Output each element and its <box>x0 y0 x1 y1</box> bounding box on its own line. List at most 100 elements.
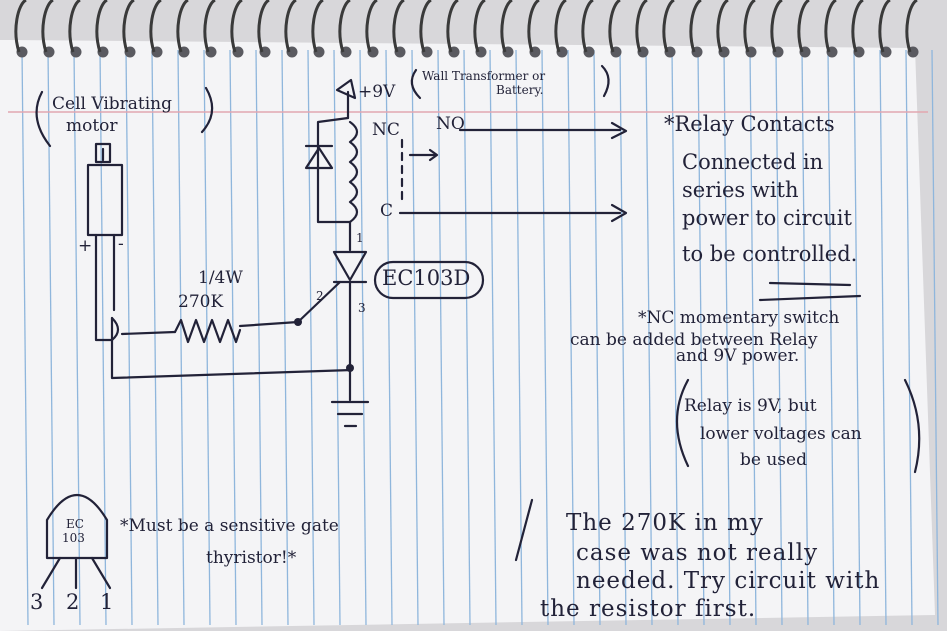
spiral-coil <box>95 0 108 53</box>
ruled-line <box>879 49 887 626</box>
divider-slash <box>514 498 534 562</box>
wire-ground-return <box>110 316 354 380</box>
spiral-coil <box>500 0 513 53</box>
spiral-coil <box>14 0 27 53</box>
supply-note-1: Wall Transformer or <box>422 69 546 83</box>
spiral-coil <box>878 0 891 53</box>
package-pin-3: 3 <box>30 590 44 614</box>
relay-common-label: C <box>380 201 394 221</box>
spiral-coil <box>365 0 378 53</box>
resistor-symbol <box>173 318 242 344</box>
ruled-line <box>151 49 159 626</box>
supply-arrow <box>335 78 357 100</box>
spiral-coil <box>608 0 621 53</box>
spiral-coil <box>851 0 864 53</box>
package-lead-1 <box>90 556 112 590</box>
note-resistor-4: the resistor first. <box>540 596 757 622</box>
ruled-line <box>489 49 497 626</box>
motor-label-1: Cell Vibrating <box>52 94 173 114</box>
spiral-coil <box>122 0 135 53</box>
spiral-coil <box>68 0 81 53</box>
spiral-coil <box>203 0 216 53</box>
note-relay-voltage-1: Relay is 9V, but <box>684 396 817 416</box>
spiral-coil <box>581 0 594 53</box>
spiral-coil <box>284 0 297 53</box>
note-relay-voltage-3: be used <box>740 450 807 470</box>
scr-part-number: EC103D <box>382 266 471 290</box>
ruled-line <box>255 49 263 626</box>
wire-resistor-to-gate <box>238 320 300 328</box>
ruled-line <box>619 49 627 626</box>
supply-voltage: +9V <box>358 82 396 102</box>
note-resistor-1: The 270K in my <box>566 510 764 536</box>
scr-pin-2: 2 <box>316 289 324 303</box>
scr-pin-1: 1 <box>356 231 364 245</box>
wire-crossover <box>110 316 120 342</box>
scr-pin-3: 3 <box>358 301 366 315</box>
note-resistor-2: case was not really <box>576 540 819 566</box>
wire-flyback <box>316 116 352 224</box>
spiral-coil <box>311 0 324 53</box>
spiral-coil <box>797 0 810 53</box>
spiral-coil <box>743 0 756 53</box>
spiral-binding <box>14 0 919 58</box>
package-pin-2: 2 <box>66 590 80 614</box>
note-relay-contacts-5: to be controlled. <box>682 242 858 266</box>
spiral-coil <box>230 0 243 53</box>
note-relay-contacts-2: Connected in <box>682 150 824 174</box>
ruled-line <box>671 49 679 626</box>
ruled-line <box>229 49 237 626</box>
ruled-line <box>463 49 471 626</box>
spiral-coil <box>905 0 918 53</box>
junction-ground <box>346 364 354 372</box>
scr-triangle <box>332 250 368 282</box>
spiral-coil <box>527 0 540 53</box>
supply-paren-left <box>410 68 422 100</box>
resistor-power: 1/4W <box>198 268 243 288</box>
spiral-coil <box>446 0 459 53</box>
spiral-coil <box>824 0 837 53</box>
ruled-line <box>541 49 549 626</box>
ruled-line <box>697 49 705 626</box>
wire-motor-plus <box>94 233 114 342</box>
ruled-line <box>437 49 445 626</box>
resistor-value: 270K <box>178 292 224 312</box>
ruled-line <box>359 49 367 626</box>
ruled-line <box>801 49 809 626</box>
ruled-lines <box>21 49 939 626</box>
ruled-line <box>177 49 185 626</box>
part-callout <box>373 260 485 300</box>
spiral-coil <box>770 0 783 53</box>
spiral-coil <box>662 0 675 53</box>
arrow-no <box>610 121 628 140</box>
ruled-line <box>281 49 289 626</box>
note-sensitive-2: thyristor!* <box>206 548 297 568</box>
spiral-coil <box>635 0 648 53</box>
ruled-line <box>645 49 653 626</box>
ruled-line <box>567 49 575 626</box>
ruled-line <box>21 49 29 626</box>
ruled-line <box>411 49 419 626</box>
spiral-coil <box>716 0 729 53</box>
ruled-line <box>931 49 939 626</box>
ruled-line <box>905 49 913 626</box>
spiral-coil <box>689 0 702 53</box>
ruled-line <box>203 49 211 626</box>
note-overline <box>758 294 862 302</box>
ruled-line <box>827 49 835 626</box>
note-nc-switch-3: and 9V power. <box>676 346 800 366</box>
ruled-line <box>385 49 393 626</box>
arrow-common <box>610 203 628 223</box>
ruled-line <box>333 49 341 626</box>
spiral-coil <box>554 0 567 53</box>
motor-body <box>86 163 124 237</box>
wire-to-resistor <box>120 330 177 336</box>
relay-nc-label: NC <box>372 120 400 140</box>
spiral-coil <box>419 0 432 53</box>
spiral-coil <box>149 0 162 53</box>
note-relay-contacts-1: *Relay Contacts <box>664 112 835 136</box>
paren-right <box>903 378 921 474</box>
note-nc-switch-1: *NC momentary switch <box>638 308 840 328</box>
ruled-line <box>723 49 731 626</box>
